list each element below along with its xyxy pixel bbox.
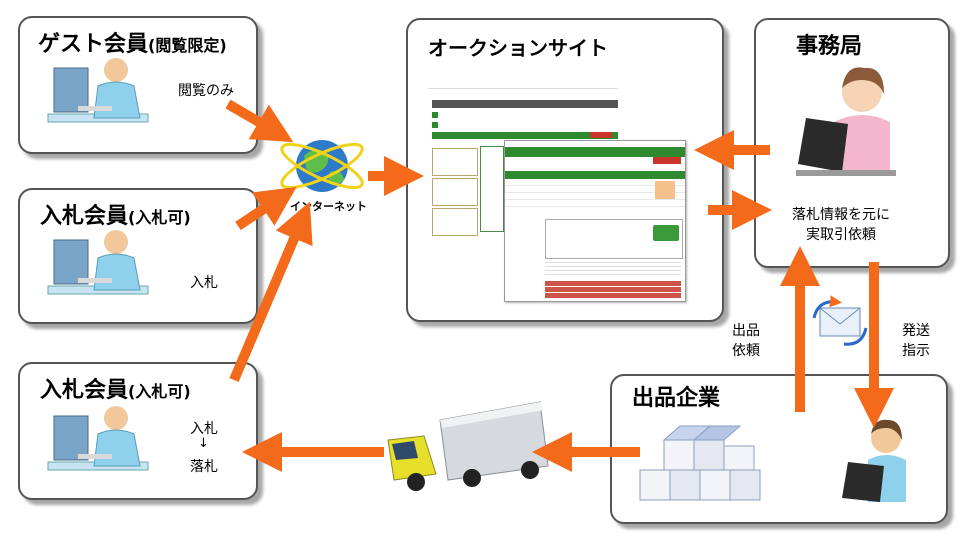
bidder2-action-arrow: ↓ bbox=[198, 436, 209, 451]
detail-green-bid-button bbox=[653, 225, 679, 241]
shipping-instruction-line2: 指示 bbox=[902, 343, 930, 359]
guest-title: ゲスト会員(閲覧限定) bbox=[38, 26, 227, 58]
site-left-panel-1 bbox=[432, 148, 478, 176]
globe-icon bbox=[280, 140, 364, 192]
delivery-truck-icon bbox=[387, 401, 549, 491]
guest-title-sub: (閲覧限定) bbox=[148, 36, 227, 55]
detail-table-header bbox=[505, 171, 685, 179]
person-at-desk-icon bbox=[47, 230, 149, 295]
site-red-button-top bbox=[590, 132, 612, 138]
bidder1-title-sub: (入札可) bbox=[128, 208, 191, 227]
detail-orange-cell bbox=[655, 181, 675, 199]
site-mid-panel bbox=[480, 146, 504, 232]
site-green-row-2 bbox=[432, 122, 438, 128]
detail-bid-box bbox=[545, 219, 683, 259]
office-note-line1: 落札情報を元に bbox=[792, 207, 890, 223]
detail-notes bbox=[545, 259, 681, 277]
mail-sync-icon bbox=[812, 295, 868, 346]
site-left-panel-3 bbox=[432, 208, 478, 236]
bidder1-title-text: 入札会員 bbox=[40, 204, 129, 229]
bidder1-action-label: 入札 bbox=[190, 275, 218, 291]
site-green-row-1 bbox=[432, 112, 438, 118]
auction-site-screenshot bbox=[428, 70, 688, 302]
listing-request-line1: 出品 bbox=[732, 323, 760, 339]
site-left-panel-2 bbox=[432, 178, 478, 206]
bidder1-title: 入札会員(入札可) bbox=[40, 198, 191, 230]
site-header-bar bbox=[428, 70, 618, 89]
office-note-line2: 実取引依頼 bbox=[806, 227, 876, 243]
auction-title: オークションサイト bbox=[428, 36, 608, 60]
listing-request-line2: 依頼 bbox=[732, 343, 760, 359]
office-staff-icon bbox=[796, 67, 896, 176]
arrow-bidder1-to-internet bbox=[235, 186, 297, 231]
flow-arrows bbox=[225, 99, 894, 472]
bidder2-action-win: 落札 bbox=[190, 459, 218, 475]
site-nav-bar bbox=[432, 100, 618, 108]
seller-staff-icon bbox=[842, 419, 906, 502]
site-green-bar bbox=[432, 132, 618, 139]
detail-red-button bbox=[653, 157, 681, 164]
bidder2-title: 入札会員(入札可) bbox=[40, 372, 191, 404]
person-at-desk-icon bbox=[47, 58, 149, 123]
detail-green-header bbox=[505, 147, 685, 157]
guest-action-label: 閲覧のみ bbox=[178, 83, 234, 99]
seller-title: 出品企業 bbox=[632, 386, 721, 411]
detail-red-table bbox=[545, 281, 681, 299]
shipping-instruction-line1: 発送 bbox=[902, 323, 930, 339]
bidder2-action-bid: 入札 bbox=[190, 421, 218, 437]
bidder2-title-text: 入札会員 bbox=[40, 378, 129, 403]
bidder2-title-sub: (入札可) bbox=[128, 382, 191, 401]
cargo-boxes-icon bbox=[639, 425, 761, 501]
guest-title-text: ゲスト会員 bbox=[38, 32, 149, 57]
office-title: 事務局 bbox=[796, 34, 863, 59]
arrow-guest-to-internet bbox=[225, 99, 294, 143]
person-at-desk-icon bbox=[47, 406, 149, 471]
site-detail-window bbox=[504, 140, 686, 302]
arrow-bidder2-to-internet bbox=[229, 201, 313, 382]
